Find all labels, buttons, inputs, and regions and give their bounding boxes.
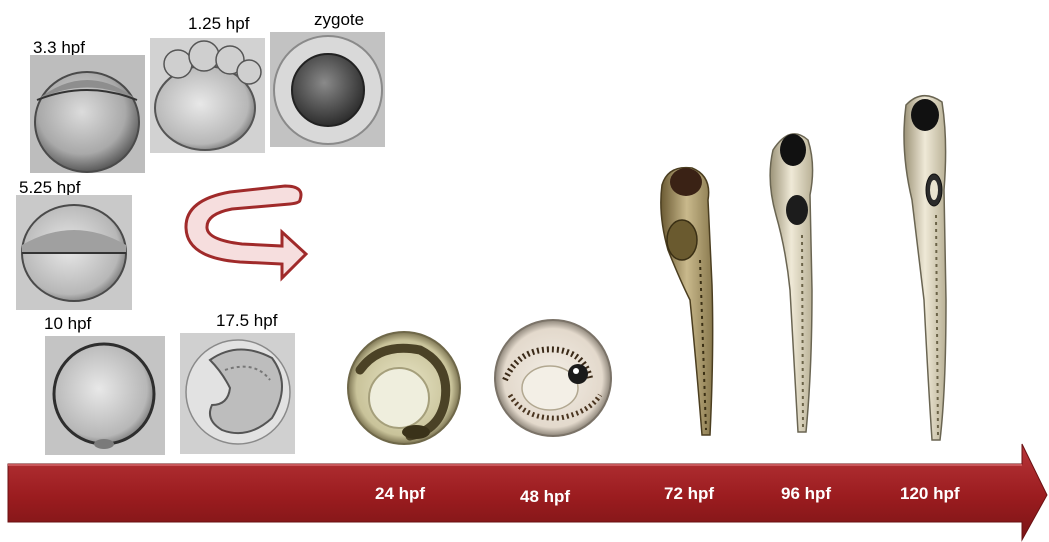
larva-72-hpf: [661, 168, 713, 435]
panel-1-25-hpf: [150, 38, 265, 153]
embryo-48-hpf: [495, 320, 611, 436]
panel-17-5-hpf: [180, 333, 295, 454]
timeline-label-96-hpf: 96 hpf: [781, 484, 831, 504]
timeline-label-72-hpf: 72 hpf: [664, 484, 714, 504]
panel-5-25-hpf: [16, 195, 132, 310]
larva-120-hpf: [904, 96, 946, 440]
panel-3-3-hpf: [30, 55, 145, 173]
embryo-24-hpf: [348, 332, 460, 444]
panel-10-hpf: [45, 336, 165, 455]
timeline-label-120-hpf: 120 hpf: [900, 484, 960, 504]
curved-arrow: [186, 186, 306, 278]
larva-96-hpf: [770, 134, 812, 432]
timeline-label-24-hpf: 24 hpf: [375, 484, 425, 504]
timeline-label-48-hpf: 48 hpf: [520, 487, 570, 507]
panel-zygote: [270, 32, 385, 147]
